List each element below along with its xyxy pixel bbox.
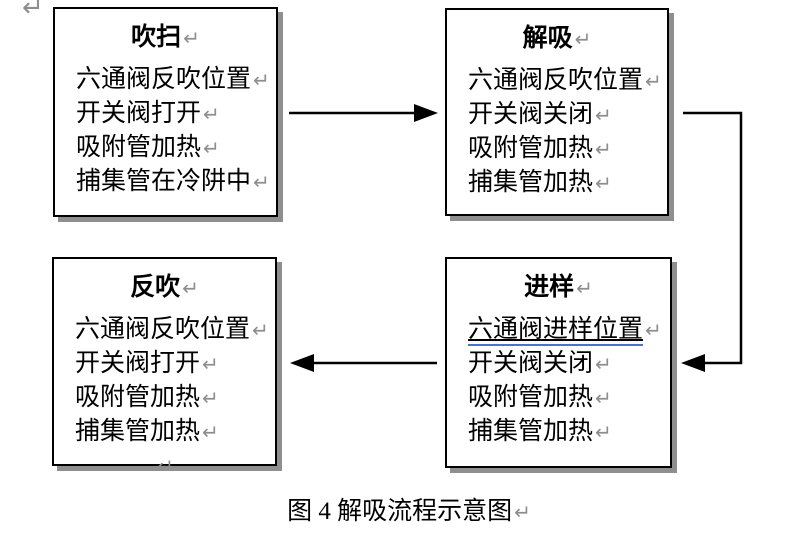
box-line: 六通阀反吹位置↵ <box>468 64 667 98</box>
line-break-mark: ↵ <box>203 136 220 160</box>
box-body: 六通阀反吹位置↵ 开关阀打开↵ 吸附管加热↵ 捕集管在冷阱中↵ <box>55 63 276 199</box>
arrowhead-left-icon <box>290 354 314 372</box>
box-line-text-underlined: 六通阀进样位置 <box>468 316 644 346</box>
line-break-mark: ↵ <box>253 170 270 194</box>
line-break-mark: ↵ <box>202 420 219 444</box>
flow-box-injection: 进样↵ 六通阀进样位置↵ 开关阀关闭↵ 吸附管加热↵ 捕集管加热↵ <box>445 257 672 468</box>
box-body: 六通阀反吹位置↵ 开关阀关闭↵ 吸附管加热↵ 捕集管加热↵ <box>447 64 667 200</box>
box-line: 开关阀关闭↵ <box>468 98 667 132</box>
line-break-mark: ↵ <box>645 318 662 342</box>
line-break-mark: ↵ <box>514 500 531 524</box>
line-break-mark: ↵ <box>183 26 200 50</box>
box-line: 捕集管在冷阱中↵ <box>76 165 276 199</box>
line-break-mark: ↵ <box>252 318 269 342</box>
box-line: 捕集管加热↵ <box>468 415 670 449</box>
box-body: 六通阀进样位置↵ 开关阀关闭↵ 吸附管加热↵ 捕集管加热↵ <box>447 313 670 449</box>
box-line: 开关阀打开↵ <box>75 347 275 381</box>
box-line-text: 吸附管加热 <box>75 384 201 411</box>
figure-caption: 图 4 解吸流程示意图↵ <box>12 495 806 529</box>
line-break-mark: ↵ <box>645 69 662 93</box>
box-title: 反吹 <box>130 274 181 301</box>
box-line: 吸附管加热↵ <box>75 381 275 415</box>
box-line-text: 捕集管加热 <box>468 418 594 445</box>
box-line-text: 开关阀关闭 <box>468 101 594 128</box>
box-title-row: 吹扫↵ <box>55 25 276 51</box>
line-break-mark: ↵ <box>157 454 174 478</box>
box-line-text: 吸附管加热 <box>76 134 202 161</box>
line-break-mark: ↵ <box>203 102 220 126</box>
arrow-desorption-to-injection <box>683 111 743 365</box>
box-line-text: 开关阀打开 <box>76 100 202 127</box>
box-line-text: 开关阀打开 <box>75 350 201 377</box>
line-break-mark: ↵ <box>595 171 612 195</box>
box-title: 吹扫 <box>131 24 182 51</box>
box-line: 吸附管加热↵ <box>468 381 670 415</box>
box-line: 六通阀反吹位置↵ <box>76 63 276 97</box>
box-title-row: 解吸↵ <box>447 26 667 52</box>
flow-box-purge: 吹扫↵ 六通阀反吹位置↵ 开关阀打开↵ 吸附管加热↵ 捕集管在冷阱中↵ <box>53 7 278 217</box>
box-line-text: 捕集管在冷阱中 <box>76 168 252 195</box>
box-line-text: 吸附管加热 <box>468 384 594 411</box>
box-line-text: 吸附管加热 <box>468 135 594 162</box>
figure-caption-text: 图 4 解吸流程示意图 <box>287 498 513 525</box>
line-break-mark: ↵ <box>595 420 612 444</box>
box-line: 六通阀反吹位置↵ <box>75 313 275 347</box>
flow-box-desorption: 解吸↵ 六通阀反吹位置↵ 开关阀关闭↵ 吸附管加热↵ 捕集管加热↵ <box>445 8 669 216</box>
line-break-mark: ↵ <box>253 68 270 92</box>
box-line-text: 开关阀关闭 <box>468 350 594 377</box>
box-line-text: 捕集管加热 <box>75 418 201 445</box>
line-break-mark: ↵ <box>574 27 592 51</box>
line-break-mark: ↵ <box>595 352 612 376</box>
line-break-mark: ↵ <box>182 276 199 300</box>
line-break-mark: ↵ <box>595 103 612 127</box>
box-title: 进样 <box>524 274 575 301</box>
box-title-row: 反吹↵ <box>54 275 275 301</box>
arrowhead-right-icon <box>414 104 438 122</box>
box-line-text: 六通阀反吹位置 <box>75 316 251 343</box>
box-line: 开关阀关闭↵ <box>468 347 670 381</box>
arrowhead-left-icon <box>681 354 705 372</box>
box-line: 开关阀打开↵ <box>76 97 276 131</box>
empty-line: ↵ <box>75 449 275 483</box>
line-break-mark: ↵ <box>595 386 612 410</box>
box-body: 六通阀反吹位置↵ 开关阀打开↵ 吸附管加热↵ 捕集管加热↵ ↵ <box>54 313 275 483</box>
box-title-row: 进样↵ <box>447 275 670 301</box>
paragraph-mark: ↵ <box>22 0 44 23</box>
box-title: 解吸 <box>522 25 573 52</box>
box-line: 捕集管加热↵ <box>75 415 275 449</box>
box-line: 捕集管加热↵ <box>468 166 667 200</box>
box-line-text: 六通阀反吹位置 <box>468 67 644 94</box>
box-line-text: 六通阀反吹位置 <box>76 66 252 93</box>
line-break-mark: ↵ <box>595 137 612 161</box>
line-break-mark: ↵ <box>202 352 219 376</box>
line-break-mark: ↵ <box>202 386 219 410</box>
box-line-text: 捕集管加热 <box>468 169 594 196</box>
line-break-mark: ↵ <box>576 276 593 300</box>
box-line: 吸附管加热↵ <box>468 132 667 166</box>
box-line: 吸附管加热↵ <box>76 131 276 165</box>
box-line: 六通阀进样位置↵ <box>468 313 670 347</box>
flow-box-backflush: 反吹↵ 六通阀反吹位置↵ 开关阀打开↵ 吸附管加热↵ 捕集管加热↵ ↵ <box>52 257 277 478</box>
